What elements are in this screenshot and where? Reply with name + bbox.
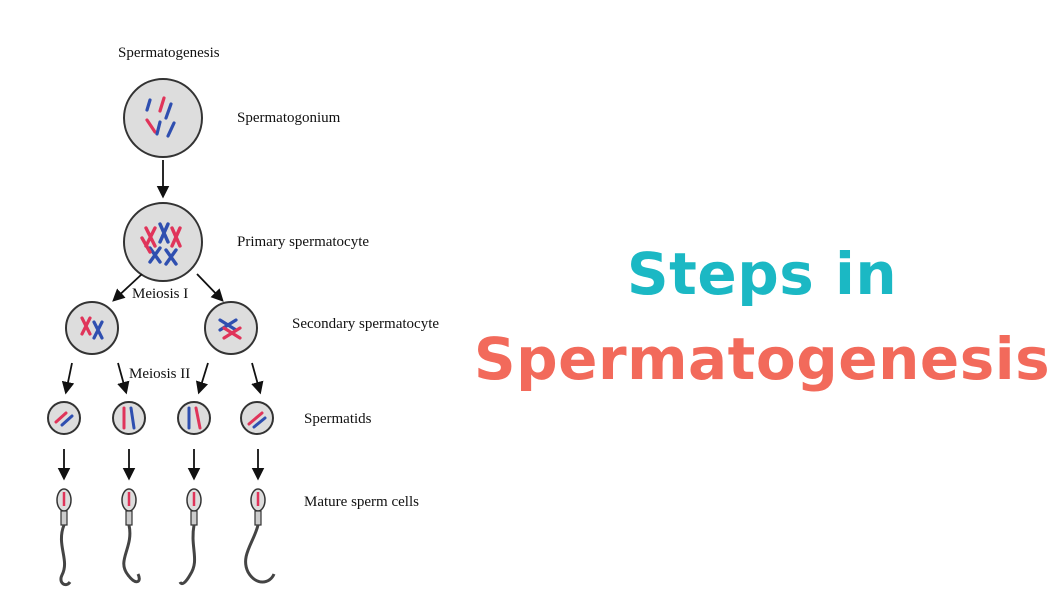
spermatogonium-chromosomes	[145, 96, 176, 138]
secondary-spermatocyte-right	[204, 301, 258, 355]
arrow-meiosis1-left	[112, 273, 143, 302]
sperm-cell-1	[56, 488, 72, 587]
sperm-cell-4	[244, 488, 276, 584]
diagram-title: Spermatogenesis	[118, 45, 220, 61]
arrow-meiosis1-right	[196, 273, 224, 302]
headline-line-2: Spermatogenesis	[473, 325, 1051, 393]
spermatid-4	[240, 401, 274, 435]
spermatogenesis-diagram: Spermatogenesis Spermatogonium Primary s…	[47, 45, 439, 587]
label-spermatogonium: Spermatogonium	[237, 110, 341, 126]
primary-chromosomes	[140, 222, 182, 266]
primary-spermatocyte-cell	[123, 202, 203, 282]
label-mature-sperm-cells: Mature sperm cells	[304, 494, 419, 510]
sperm-cell-3	[178, 488, 202, 586]
spermatogonium-cell	[123, 78, 203, 158]
arrow-meiosis2-1	[61, 362, 75, 395]
sperm-cell-2	[121, 488, 141, 584]
arrow-meiosis2-4	[251, 362, 264, 395]
label-meiosis-1: Meiosis I	[132, 286, 188, 302]
secondary-spermatocyte-left	[65, 301, 119, 355]
spermatid-2	[112, 401, 146, 435]
label-primary-spermatocyte: Primary spermatocyte	[237, 234, 369, 250]
label-spermatids: Spermatids	[304, 411, 372, 427]
arrow-meiosis2-3	[195, 362, 209, 395]
arrow-meiosis2-2	[117, 362, 130, 395]
label-meiosis-2: Meiosis II	[129, 366, 190, 382]
label-secondary-spermatocyte: Secondary spermatocyte	[292, 316, 439, 332]
spermatid-3	[177, 401, 211, 435]
headline-line-1: Steps in	[626, 240, 898, 308]
spermatid-1	[47, 401, 81, 435]
